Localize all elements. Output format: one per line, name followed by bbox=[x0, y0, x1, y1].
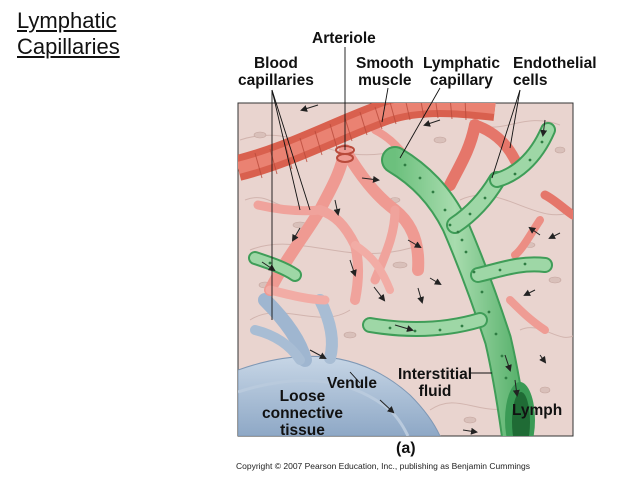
panel-label-text: (a) bbox=[396, 440, 416, 457]
arteriole bbox=[238, 103, 496, 181]
label-lymphatic-capillary: Lymphatic capillary bbox=[423, 55, 500, 89]
panel-label: (a) bbox=[396, 440, 416, 457]
label-arteriole-text: Arteriole bbox=[312, 30, 376, 47]
label-blood-capillaries-line-2: capillaries bbox=[238, 72, 314, 89]
label-smooth-muscle-line-1: Smooth bbox=[356, 55, 414, 72]
label-loose-connective-tissue: Loose connective tissue bbox=[262, 388, 343, 439]
flow-arrows bbox=[261, 104, 561, 435]
copyright-notice: Copyright © 2007 Pearson Education, Inc.… bbox=[236, 461, 531, 471]
label-loose-connective-tissue-line-3: tissue bbox=[280, 422, 325, 439]
label-blood-capillaries-line-1: Blood bbox=[253, 55, 298, 72]
label-lymphatic-capillary-line-1: Lymphatic bbox=[423, 55, 500, 72]
slide-title-line-1: Lymphatic bbox=[17, 8, 117, 33]
label-lymph: Lymph bbox=[512, 402, 562, 419]
label-interstitial-fluid-line-2: fluid bbox=[418, 383, 452, 400]
label-loose-connective-tissue-line-1: Loose bbox=[279, 388, 326, 405]
label-smooth-muscle: Smooth muscle bbox=[356, 55, 414, 89]
label-interstitial-fluid-line-1: Interstitial bbox=[398, 366, 473, 383]
label-blood-capillaries: Blood capillaries bbox=[238, 55, 314, 89]
label-lymph-text: Lymph bbox=[512, 402, 563, 419]
lymphatic-endothelial-nuclei bbox=[268, 140, 544, 380]
label-venule: Venule bbox=[327, 375, 377, 392]
blood-capillary-right bbox=[444, 119, 573, 334]
label-loose-connective-tissue-line-2: connective bbox=[262, 405, 343, 422]
label-venule-text: Venule bbox=[327, 375, 377, 392]
venule bbox=[238, 293, 441, 436]
label-interstitial-fluid: Interstitial fluid bbox=[398, 366, 472, 400]
label-smooth-muscle-line-2: muscle bbox=[358, 72, 412, 89]
label-endothelial-cells-line-1: Endothelial bbox=[513, 55, 597, 72]
connective-tissue-texture bbox=[239, 119, 573, 411]
lymph-vessel-lumen bbox=[505, 382, 535, 436]
label-endothelial-cells: Endothelial cells bbox=[513, 55, 597, 89]
leader-lines bbox=[271, 47, 521, 384]
label-arteriole: Arteriole bbox=[312, 30, 376, 47]
slide-title-line-2: Capillaries bbox=[17, 34, 120, 59]
lymphatic-capillary bbox=[248, 122, 556, 436]
slide-title: Lymphatic Capillaries bbox=[17, 8, 120, 60]
label-endothelial-cells-line-2: cells bbox=[513, 72, 548, 89]
label-lymphatic-capillary-line-2: capillary bbox=[430, 72, 493, 89]
